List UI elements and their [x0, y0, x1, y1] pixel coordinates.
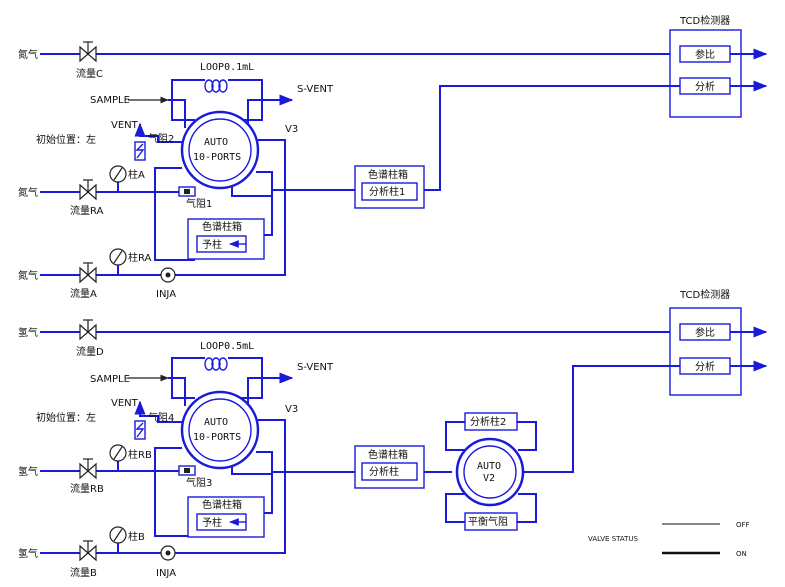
label-gas-rb: 氢气 [18, 465, 38, 478]
label-oven-small-top: 色谱柱箱 [202, 220, 242, 233]
label-gas-c: 氮气 [18, 48, 38, 61]
label-col-a: 柱A [128, 168, 145, 181]
pressure-gauge-col-rb [109, 444, 127, 471]
injector-a-top[interactable] [160, 267, 176, 283]
label-anal-col-top: 分析柱1 [369, 185, 405, 198]
label-v3-bottom: V3 [285, 404, 298, 415]
loop-coil-top [204, 79, 228, 93]
label-oven-main-top: 色谱柱箱 [368, 168, 408, 181]
label-flow-a: 流量A [70, 287, 97, 300]
label-inja-bottom: INJA [156, 568, 176, 579]
label-init-pos-top: 初始位置：左 [36, 133, 96, 146]
legend-title: VALVE STATUS [588, 535, 639, 543]
label-oven-small-bottom: 色谱柱箱 [202, 498, 242, 511]
flow-valve-rb[interactable] [79, 458, 97, 480]
analysis-column-2 [464, 412, 518, 431]
label-balance: 平衡气阻 [468, 515, 508, 528]
loop-coil-bottom [204, 357, 228, 371]
label-anal-top: 分析 [695, 80, 715, 93]
label-flow-b: 流量B [70, 566, 97, 579]
flow-valve-b[interactable] [79, 540, 97, 562]
label-tcd-top: TCD检测器 [679, 14, 730, 27]
label-inja-top: INJA [156, 289, 176, 300]
analysis-column-bottom [361, 462, 418, 481]
bottom-system: 氢气 流量D TCD检测器 参比 分析 LOOP0.5mL SAMPLE S-V… [18, 288, 768, 579]
label-gas-a: 氮气 [18, 269, 38, 282]
v2-label-1: AUTO [477, 461, 501, 472]
valve-label-bottom-1: AUTO [204, 417, 228, 428]
label-flow-rb: 流量RB [70, 482, 104, 495]
label-resist-4: 气阻4 [148, 411, 174, 424]
flow-valve-c[interactable] [79, 41, 97, 63]
label-sample-bottom: SAMPLE [90, 374, 130, 385]
label-oven-main-bottom: 色谱柱箱 [368, 448, 408, 461]
label-svent-bottom: S-VENT [297, 362, 334, 373]
legend-on: ON [736, 550, 747, 558]
valve-label-top-1: AUTO [204, 137, 228, 148]
label-col-rb: 柱RB [128, 448, 152, 461]
ten-port-valve-bottom[interactable] [180, 390, 260, 470]
valve-status-legend: VALVE STATUS OFF ON [588, 521, 750, 558]
label-col-ra: 柱RA [128, 251, 152, 264]
label-vent-top: VENT [111, 120, 139, 131]
resistor-4-bottom [134, 420, 146, 440]
pressure-gauge-col-b [109, 526, 127, 553]
flow-valve-a[interactable] [79, 262, 97, 284]
label-pre-col-top: 予柱 [202, 238, 222, 251]
label-flow-d: 流量D [76, 345, 104, 358]
valve-label-top-2: 10-PORTS [193, 152, 241, 163]
label-loop-top: LOOP0.1mL [200, 62, 254, 73]
flow-valve-d[interactable] [79, 319, 97, 341]
label-resist-3: 气阻3 [186, 476, 212, 489]
v2-valve[interactable] [455, 437, 525, 507]
injector-a-bottom[interactable] [160, 545, 176, 561]
pressure-gauge-col-ra [109, 248, 127, 275]
label-flow-c: 流量C [76, 67, 103, 80]
tcd-detector-bottom [669, 307, 742, 396]
label-vent-bottom: VENT [111, 398, 139, 409]
label-col-b: 柱B [128, 530, 145, 543]
label-flow-ra: 流量RA [70, 204, 104, 217]
label-v3-top: V3 [285, 124, 298, 135]
pressure-gauge-col-a [109, 165, 127, 192]
label-ref-top: 参比 [695, 48, 715, 61]
resistor-2-top [134, 141, 146, 161]
label-tcd-bottom: TCD检测器 [679, 288, 730, 301]
top-system: 氮气 流量C TCD检测器 参比 分析 LOOP0.1mL SAMPLE S-V… [18, 14, 768, 300]
tcd-detector-top [669, 29, 742, 118]
label-svent-top: S-VENT [297, 84, 334, 95]
label-gas-b: 氢气 [18, 547, 38, 560]
label-pre-col-bottom: 予柱 [202, 516, 222, 529]
label-resist-2: 气阻2 [148, 132, 174, 145]
valve-label-bottom-2: 10-PORTS [193, 432, 241, 443]
label-gas-ra: 氮气 [18, 186, 38, 199]
label-ref-bottom: 参比 [695, 326, 715, 339]
ten-port-valve-top[interactable] [180, 110, 260, 190]
analysis-column-1 [361, 182, 418, 201]
v2-label-2: V2 [483, 473, 495, 484]
label-anal-col-2: 分析柱2 [470, 415, 506, 428]
label-resist-1: 气阻1 [186, 197, 212, 210]
flow-valve-ra[interactable] [79, 179, 97, 201]
label-loop-bottom: LOOP0.5mL [200, 341, 254, 352]
label-anal-col-bottom: 分析柱 [369, 465, 399, 478]
legend-off: OFF [736, 521, 750, 529]
balance-resistor [464, 512, 518, 531]
label-anal-bottom: 分析 [695, 360, 715, 373]
label-init-pos-bottom: 初始位置：左 [36, 411, 96, 424]
label-gas-d: 氢气 [18, 326, 38, 339]
label-sample-top: SAMPLE [90, 95, 130, 106]
